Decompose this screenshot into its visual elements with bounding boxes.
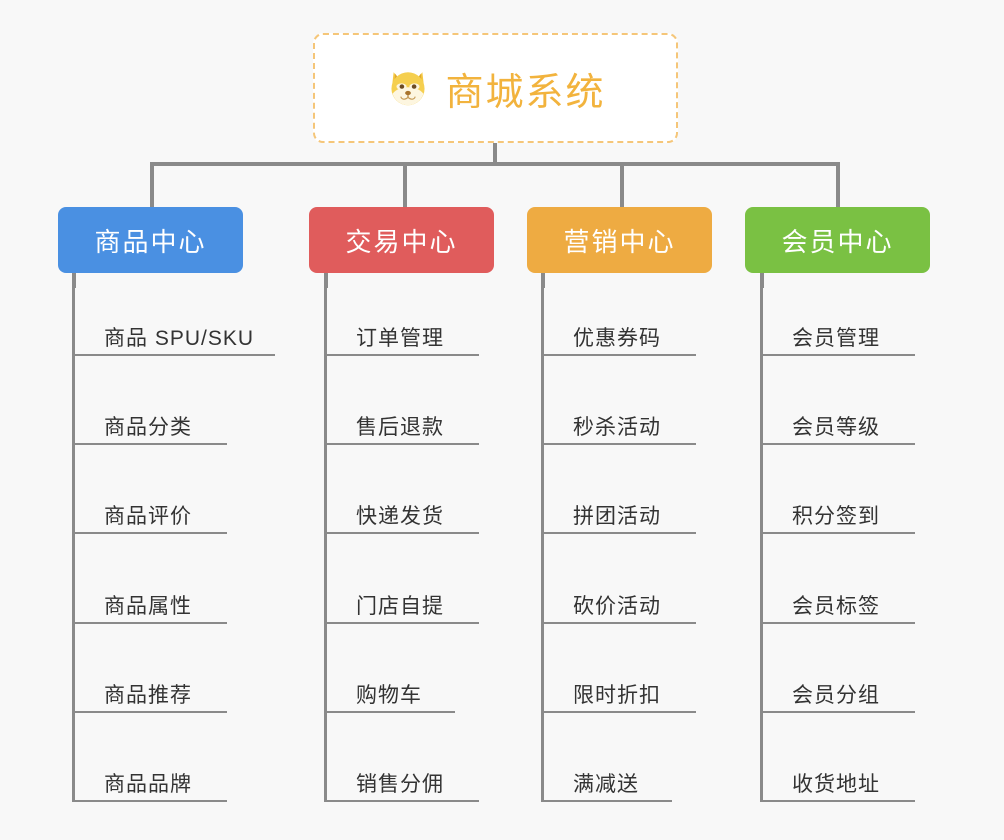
leaf-item-3-1[interactable]: 优惠券码 [541,327,696,356]
branch-neck-line-3 [541,273,545,288]
leaf-item-2-5[interactable]: 购物车 [324,684,455,713]
leaf-label: 收货地址 [792,773,880,796]
leaf-label: 商品分类 [104,416,192,439]
branch-drop-line-4 [836,162,840,208]
branch-header-label-1: 商品中心 [94,226,207,257]
branch-header-label-3: 营销中心 [563,226,676,257]
leaf-label: 商品品牌 [104,773,192,796]
leaf-label: 商品 SPU/SKU [104,327,255,350]
leaf-item-2-3[interactable]: 快递发货 [324,505,479,534]
branch-drop-line-2 [403,162,407,208]
leaf-item-1-3[interactable]: 商品评价 [72,505,227,534]
branch-header-4[interactable]: 会员中心 [745,207,930,273]
leaf-label: 秒杀活动 [573,416,661,439]
leaf-label: 会员分组 [792,684,880,707]
root-node[interactable]: 商城系统 [313,33,678,143]
leaf-label: 购物车 [356,684,422,707]
leaf-label: 拼团活动 [573,505,661,528]
branch-spine-1 [72,288,75,801]
leaf-label: 商品属性 [104,595,192,618]
leaf-label: 满减送 [573,773,639,796]
branch-header-1[interactable]: 商品中心 [58,207,243,273]
leaf-item-2-1[interactable]: 订单管理 [324,327,479,356]
leaf-item-3-3[interactable]: 拼团活动 [541,505,696,534]
branch-bus-line [150,162,840,166]
root-title: 商城系统 [445,71,606,114]
leaf-label: 订单管理 [356,327,444,350]
leaf-item-4-5[interactable]: 会员分组 [760,684,915,713]
leaf-label: 会员标签 [792,595,880,618]
leaf-label: 限时折扣 [573,684,661,707]
branch-drop-line-1 [150,162,154,208]
leaf-item-3-6[interactable]: 满减送 [541,773,672,802]
leaf-label: 门店自提 [356,595,444,618]
branch-neck-line-4 [760,273,764,288]
leaf-label: 会员管理 [792,327,880,350]
branch-header-label-4: 会员中心 [781,226,894,257]
root-stem-line [493,143,497,164]
leaf-item-4-3[interactable]: 积分签到 [760,505,915,534]
branch-drop-line-3 [620,162,624,208]
leaf-label: 砍价活动 [573,595,661,618]
leaf-label: 优惠券码 [573,327,661,350]
leaf-item-2-4[interactable]: 门店自提 [324,595,479,624]
leaf-item-1-2[interactable]: 商品分类 [72,416,227,445]
leaf-item-4-6[interactable]: 收货地址 [760,773,915,802]
leaf-item-4-4[interactable]: 会员标签 [760,595,915,624]
leaf-label: 售后退款 [356,416,444,439]
leaf-item-3-2[interactable]: 秒杀活动 [541,416,696,445]
leaf-label: 商品推荐 [104,684,192,707]
leaf-item-4-2[interactable]: 会员等级 [760,416,915,445]
branch-header-3[interactable]: 营销中心 [527,207,712,273]
branch-neck-line-2 [324,273,328,288]
leaf-label: 快递发货 [356,505,444,528]
leaf-item-1-6[interactable]: 商品品牌 [72,773,227,802]
leaf-label: 销售分佣 [356,773,444,796]
leaf-label: 积分签到 [792,505,880,528]
leaf-item-1-5[interactable]: 商品推荐 [72,684,227,713]
branch-header-2[interactable]: 交易中心 [309,207,494,273]
leaf-item-3-5[interactable]: 限时折扣 [541,684,696,713]
leaf-item-4-1[interactable]: 会员管理 [760,327,915,356]
leaf-label: 会员等级 [792,416,880,439]
leaf-item-3-4[interactable]: 砍价活动 [541,595,696,624]
leaf-item-1-1[interactable]: 商品 SPU/SKU [72,327,275,356]
leaf-item-2-6[interactable]: 销售分佣 [324,773,479,802]
leaf-item-2-2[interactable]: 售后退款 [324,416,479,445]
leaf-label: 商品评价 [104,505,192,528]
branch-spine-4 [760,288,763,801]
branch-spine-2 [324,288,327,801]
branch-header-label-2: 交易中心 [345,226,458,257]
leaf-item-1-4[interactable]: 商品属性 [72,595,227,624]
dog-face-icon [385,65,431,111]
branch-neck-line-1 [72,273,76,288]
branch-spine-3 [541,288,544,801]
